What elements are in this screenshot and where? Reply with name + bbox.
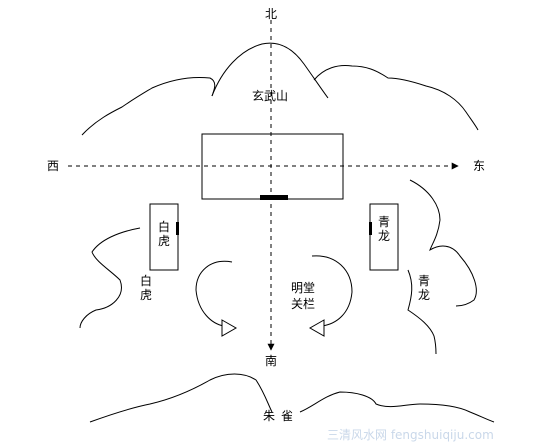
watermark: 三清风水网 fengshuiqiju.com — [327, 428, 494, 442]
label-west: 西 — [47, 159, 60, 173]
qinglong-hill-line-lower — [407, 269, 437, 355]
qinglong-hill-line-upper — [409, 179, 477, 307]
mingtang-left-swirl — [195, 260, 233, 327]
label-qinglong-building: 青龙 — [377, 215, 390, 243]
baihu-building — [149, 203, 179, 271]
label-baihu-hills: 白虎 — [139, 274, 152, 302]
main-door — [260, 195, 288, 200]
qinglong-building-door — [369, 222, 372, 235]
label-north: 北 — [265, 7, 278, 21]
label-zhuque: 朱雀 — [263, 409, 300, 423]
baihu-building-door — [176, 222, 179, 235]
label-xuanwu-mountain: 玄武山 — [252, 89, 289, 103]
zhuque-hill-right — [299, 391, 495, 423]
mingtang-right-arrowhead — [308, 319, 325, 337]
label-east: 东 — [473, 159, 486, 173]
mingtang-left-arrowhead — [221, 319, 238, 337]
baihu-hill-line — [79, 227, 141, 329]
label-baihu-building: 白虎 — [157, 220, 170, 248]
label-qinglong-hills: 青龙 — [417, 274, 430, 302]
qinglong-building — [369, 203, 399, 271]
label-mingtang-line2: 关栏 — [290, 297, 315, 311]
label-south: 南 — [265, 354, 278, 368]
label-mingtang-line1: 明堂 — [290, 281, 315, 295]
zhuque-hill-left — [89, 373, 273, 423]
mingtang-right-swirl — [311, 255, 353, 327]
xuanwu-mountain-left-ridge — [81, 77, 216, 136]
xuanwu-mountain-peak — [211, 42, 329, 99]
xuanwu-mountain-right-ridge — [313, 65, 479, 131]
